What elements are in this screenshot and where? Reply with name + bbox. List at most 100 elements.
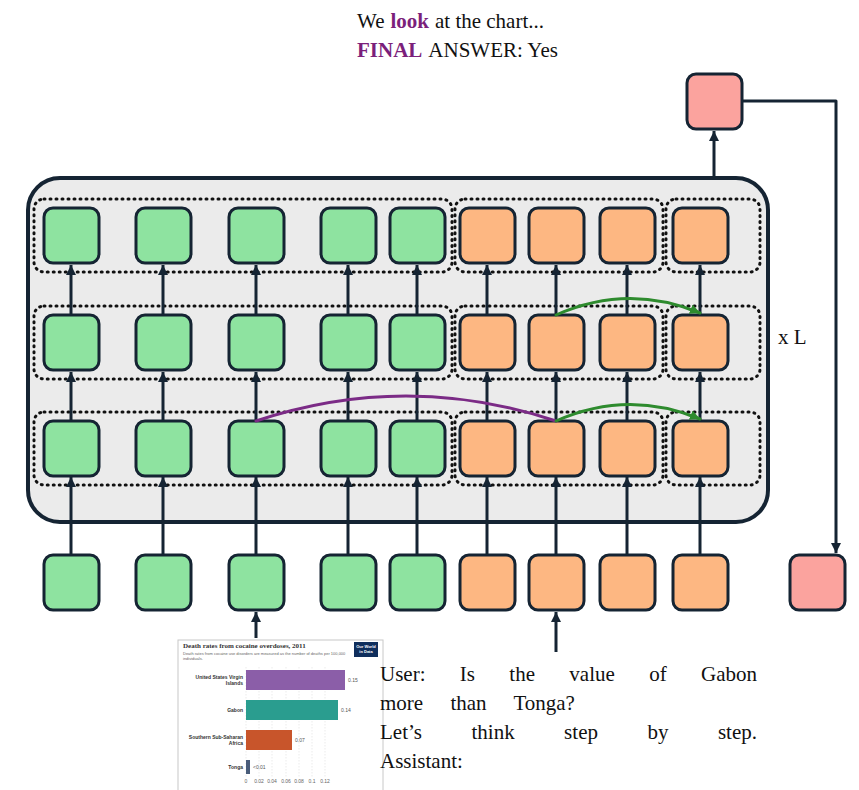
- generated-token: [687, 74, 742, 129]
- output-text: at the chart...: [435, 8, 544, 35]
- text-token: [460, 208, 515, 263]
- output-text-line: FINALANSWER: Yes: [357, 37, 558, 64]
- flow-arrow: [70, 265, 73, 315]
- prompt-text: User: Is the value of Gabon more than To…: [380, 660, 757, 718]
- group-outline: [666, 199, 760, 272]
- axis-tick: 0.12: [320, 778, 330, 784]
- axis-tick: 0.02: [254, 778, 264, 784]
- image-token: [136, 208, 191, 263]
- attention-arc: [256, 396, 556, 421]
- flow-arrow: [555, 372, 558, 421]
- image-token: [390, 555, 445, 610]
- group-outline: [666, 412, 760, 485]
- flow-arrow: [486, 372, 489, 421]
- output-text: FINAL: [357, 37, 422, 64]
- prompt-text: Assistant:: [380, 747, 757, 776]
- group-outline: [34, 412, 452, 485]
- image-token: [321, 555, 376, 610]
- image-token: [390, 315, 445, 370]
- axis-tick: 0.06: [281, 778, 291, 784]
- repeat-label: x L: [778, 324, 807, 350]
- flow-arrow: [699, 265, 702, 315]
- text-token: [673, 421, 728, 476]
- output-arrow: [713, 131, 716, 178]
- model-box: [28, 178, 768, 522]
- image-token: [44, 208, 99, 263]
- image-token: [136, 555, 191, 610]
- chart-bar: [246, 700, 338, 720]
- chart-frame: [178, 640, 383, 790]
- image-token: [229, 421, 284, 476]
- output-text: look: [390, 8, 429, 35]
- axis-tick: 0.08: [294, 778, 304, 784]
- flow-arrow: [70, 372, 73, 421]
- flow-arrow: [486, 265, 489, 315]
- flow-arrow: [416, 477, 419, 555]
- bar-label: Gabon: [180, 707, 243, 713]
- chart-logo-text: Our World in Data: [354, 645, 378, 654]
- flow-arrow: [486, 477, 489, 555]
- chart-logo: [354, 642, 378, 657]
- bar-value: 0.15: [348, 677, 358, 683]
- chart-bar: [246, 760, 250, 774]
- flow-arrow: [555, 265, 558, 315]
- text-token: [600, 315, 655, 370]
- bar-label: Tonga: [180, 764, 243, 770]
- chart-bar: [246, 670, 345, 690]
- prompt-block: User: Is the value of Gabon more than To…: [380, 660, 757, 776]
- image-token: [390, 208, 445, 263]
- flow-arrow: [699, 372, 702, 421]
- text-token: [529, 208, 584, 263]
- input-arrow: [555, 612, 558, 652]
- text-token: [529, 421, 584, 476]
- image-token: [321, 315, 376, 370]
- text-token: [673, 315, 728, 370]
- chart-subtitle: Death rates from cocaine use disorders a…: [183, 651, 348, 661]
- flow-arrow: [626, 477, 629, 555]
- flow-arrow: [162, 265, 165, 315]
- generated-token: [790, 555, 845, 610]
- text-token: [600, 421, 655, 476]
- flow-arrow: [626, 372, 629, 421]
- text-token: [460, 315, 515, 370]
- bar-value: <0.01: [253, 764, 266, 770]
- text-token: [600, 208, 655, 263]
- output-text: ANSWER: Yes: [428, 37, 558, 64]
- flow-arrow: [347, 265, 350, 315]
- chart-bar: [246, 730, 292, 750]
- image-token: [229, 208, 284, 263]
- group-outline: [455, 306, 663, 379]
- flow-arrow: [255, 477, 258, 555]
- flow-arrow: [699, 477, 702, 555]
- image-token: [136, 315, 191, 370]
- group-outline: [455, 199, 663, 272]
- flow-arrow: [162, 372, 165, 421]
- text-token: [460, 555, 515, 610]
- text-token: [600, 555, 655, 610]
- flow-arrow: [347, 477, 350, 555]
- axis-tick: 0: [245, 778, 248, 784]
- attention-arc: [556, 404, 700, 421]
- input-arrow: [255, 612, 258, 638]
- image-token: [44, 555, 99, 610]
- chart-title: Death rates from cocaine overdoses, 2011: [183, 642, 351, 650]
- bar-value: 0.14: [341, 707, 351, 713]
- group-outline: [666, 306, 760, 379]
- image-token: [229, 555, 284, 610]
- flow-arrow: [347, 372, 350, 421]
- output-text-line: Welookat the chart...: [357, 8, 544, 35]
- bar-label: Southern Sub-Saharan Africa: [180, 734, 243, 746]
- image-token: [44, 421, 99, 476]
- flow-arrow: [416, 265, 419, 315]
- flow-arrow: [255, 372, 258, 421]
- text-token: [529, 555, 584, 610]
- group-outline: [34, 306, 452, 379]
- output-text: We: [357, 8, 384, 35]
- attention-arc: [556, 298, 700, 315]
- text-token: [460, 421, 515, 476]
- image-token: [321, 421, 376, 476]
- bar-value: 0.07: [295, 737, 305, 743]
- image-token: [390, 421, 445, 476]
- image-token: [136, 421, 191, 476]
- text-token: [673, 208, 728, 263]
